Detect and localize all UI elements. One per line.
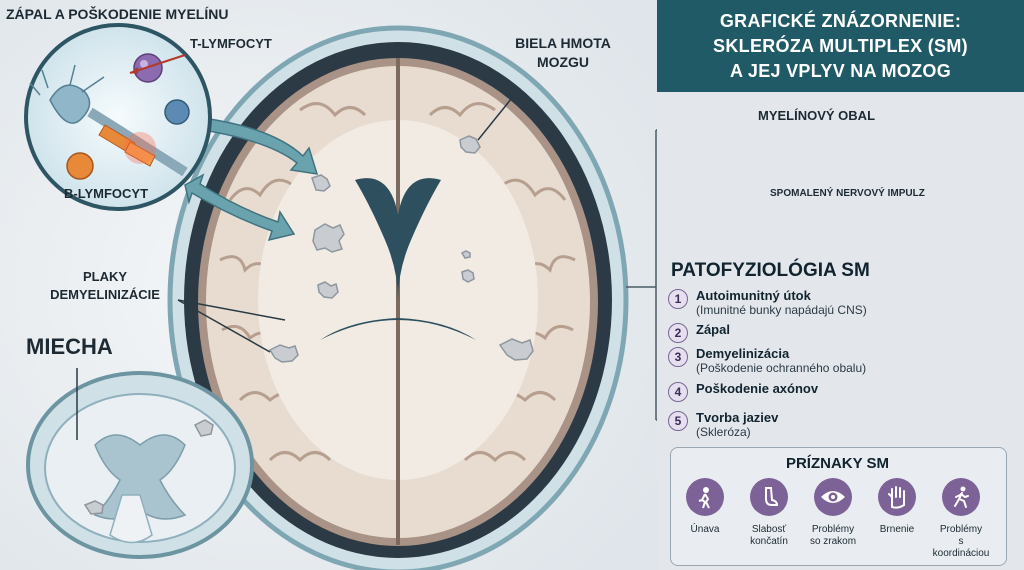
symptom-caption: Problémy [811,524,855,535]
b-lymphocyte-label: B-LYMFOCYT [64,186,149,201]
step-1: 1 Autoimunitný útok (Imunitné bunky napá… [668,288,867,317]
inset-arrows [184,117,319,242]
white-matter-label-line1: BIELA HMOTA [515,35,611,51]
symptom-caption: Únava [690,524,720,535]
symptom-caption: Slabosť [751,524,787,535]
spinal-cord-label: MIECHA [26,334,113,359]
spinal-cord-section [26,368,254,559]
foot-icon [750,478,788,516]
title-line1: GRAFICKÉ ZNÁZORNENIE: [719,10,962,31]
step-title: Poškodenie axónov [696,381,819,396]
symptom-caption: končatín [750,536,788,547]
title-line3: A JEJ VPLYV NA MOZOG [729,60,952,81]
inflammation-inset [24,23,212,211]
step-title: Zápal [696,322,730,337]
plaques-label-line1: PLAKY [82,269,128,284]
step-3: 3 Demyelinizácia (Poškodenie ochranného … [668,346,866,375]
symptoms-title: PRÍZNAKY SM [785,455,890,472]
fatigue-icon [686,478,724,516]
step-number: 1 [668,289,688,309]
step-title: Autoimunitný útok [696,288,811,303]
symptom-caption: Problémy [939,524,983,535]
step-number: 4 [668,382,688,402]
white-matter-label-line2: MOZGU [536,54,590,70]
symptom-caption: so zrakom [809,536,857,547]
inflammation-label: ZÁPAL A POŠKODENIE MYELÍNU [6,6,229,22]
white-matter-label: BIELA HMOTA MOZGU [508,34,618,72]
slowed-impulse-label: SPOMALENÝ NERVOVÝ IMPULZ [770,188,925,199]
step-number: 5 [668,411,688,431]
title-banner: GRAFICKÉ ZNÁZORNENIE: SKLERÓZA MULTIPLEX… [657,0,1024,92]
pathophysiology-title: PATOFYZIOLÓGIA SM [671,260,870,281]
walking-icon [942,478,980,516]
step-2: 2 Zápal [668,322,730,343]
step-title: Demyelinizácia [696,346,790,361]
step-4: 4 Poškodenie axónov [668,381,818,402]
step-title: Tvorba jaziev [696,410,779,425]
t-lymphocyte-label: T-LYMFOCYT [190,36,272,51]
title-line2: SKLERÓZA MULTIPLEX (SM) [713,35,968,56]
step-number: 2 [668,323,688,343]
symptom-caption: Brnenie [879,524,915,535]
step-subtitle: (Skleróza) [696,425,751,439]
myelin-sheath-label: MYELÍNOVÝ OBAL [758,108,876,123]
plaques-label: PLAKY DEMYELINIZÁCIE [30,268,180,304]
eye-icon [814,478,852,516]
symptom-caption: s koordináciou [932,536,990,559]
brain-axial-section [167,25,629,570]
step-number: 3 [668,347,688,367]
symptom-tingling: Brnenie [865,478,929,536]
plaques-label-line2: DEMYELINIZÁCIE [50,287,160,302]
step-subtitle: (Poškodenie ochranného obalu) [696,361,867,375]
step-subtitle: (Imunitné bunky napádajú CNS) [696,303,867,317]
hand-icon [878,478,916,516]
symptom-fatigue: Únava [673,478,737,536]
step-5: 5 Tvorba jaziev (Skleróza) [668,410,778,439]
